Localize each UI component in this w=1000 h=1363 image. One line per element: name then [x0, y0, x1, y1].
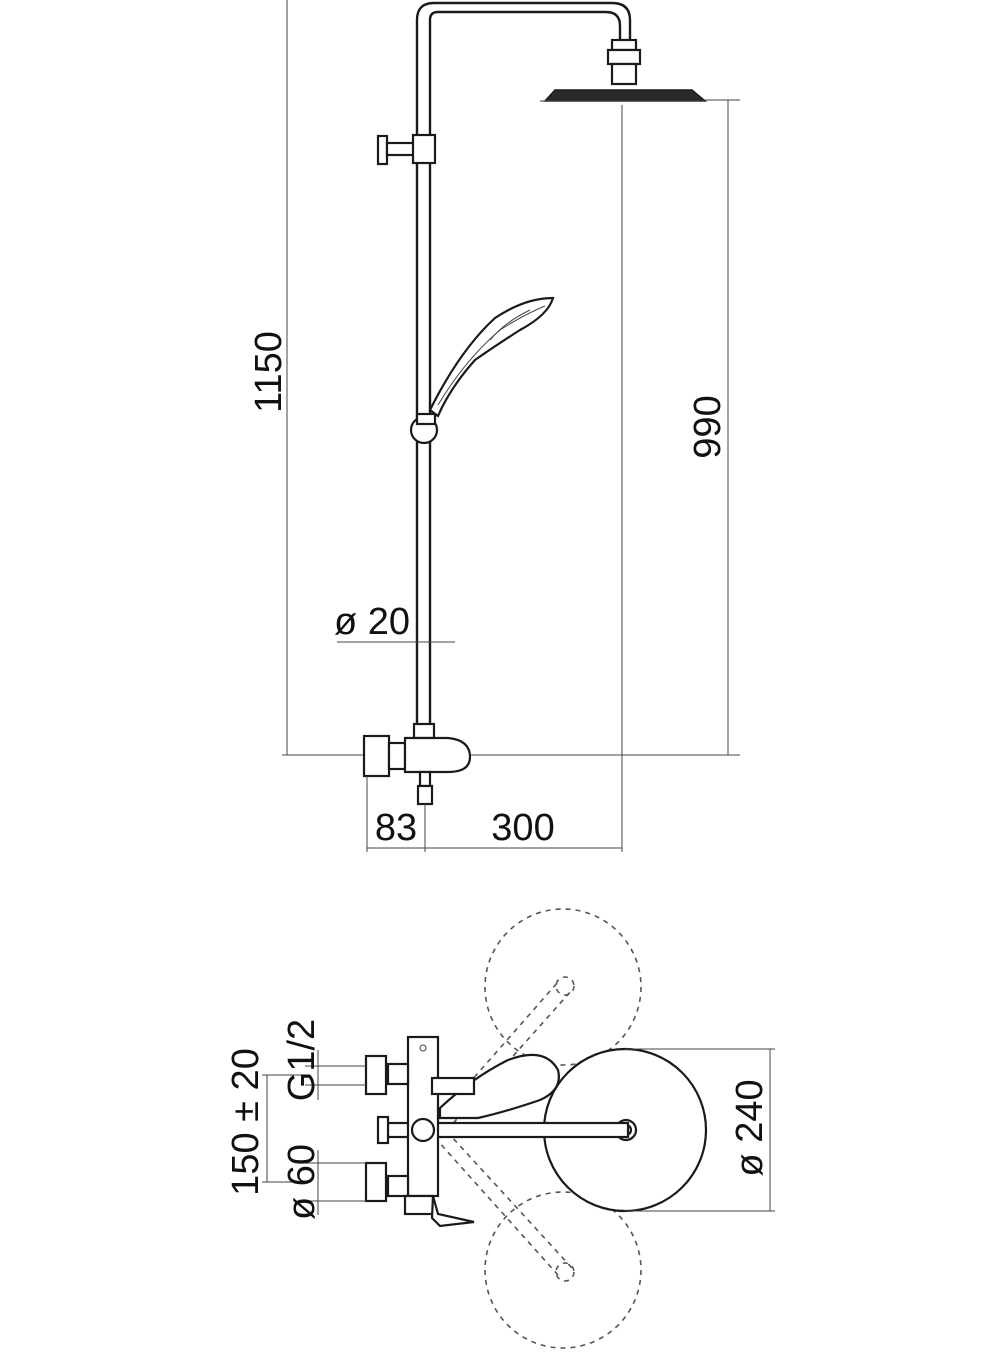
swing-circle-lower: [484, 1191, 642, 1349]
dim-150-line: [262, 1074, 305, 1183]
hand-shower: [409, 296, 555, 445]
swing-arm-lower: [427, 1123, 575, 1282]
dim-990-line: [470, 99, 740, 756]
dim-60-label: ø 60: [281, 1144, 323, 1220]
wall-bracket: [376, 133, 437, 166]
shower-riser: [415, 1, 632, 755]
mixer-body-top: [386, 1035, 476, 1228]
dim-300-label: 300: [491, 807, 554, 849]
dim-1150-label: 1150: [248, 331, 290, 413]
top-view: 150 ± 20 G1/2 ø 60 ø 240: [225, 908, 775, 1349]
mixer-valve: [362, 722, 472, 852]
shower-head: [540, 38, 708, 102]
inlet-lower: [305, 1161, 388, 1203]
dim-240-label: ø 240: [729, 1079, 771, 1176]
swing-circle-upper: [484, 908, 642, 1066]
side-view: 1150 990: [248, 0, 740, 852]
dim-bottom-line: [366, 776, 622, 852]
hand-shower-top: [438, 1053, 560, 1120]
dim-83-label: 83: [375, 807, 417, 849]
dim-240-line: [625, 1048, 775, 1212]
dim-g12-label: G1/2: [281, 1019, 323, 1101]
dim-990-label: 990: [687, 395, 729, 458]
dim-20-label: ø 20: [334, 601, 410, 643]
center-valve: [376, 1115, 390, 1145]
dim-150-label: 150 ± 20: [225, 1048, 267, 1196]
inlet-upper: [305, 1054, 388, 1096]
